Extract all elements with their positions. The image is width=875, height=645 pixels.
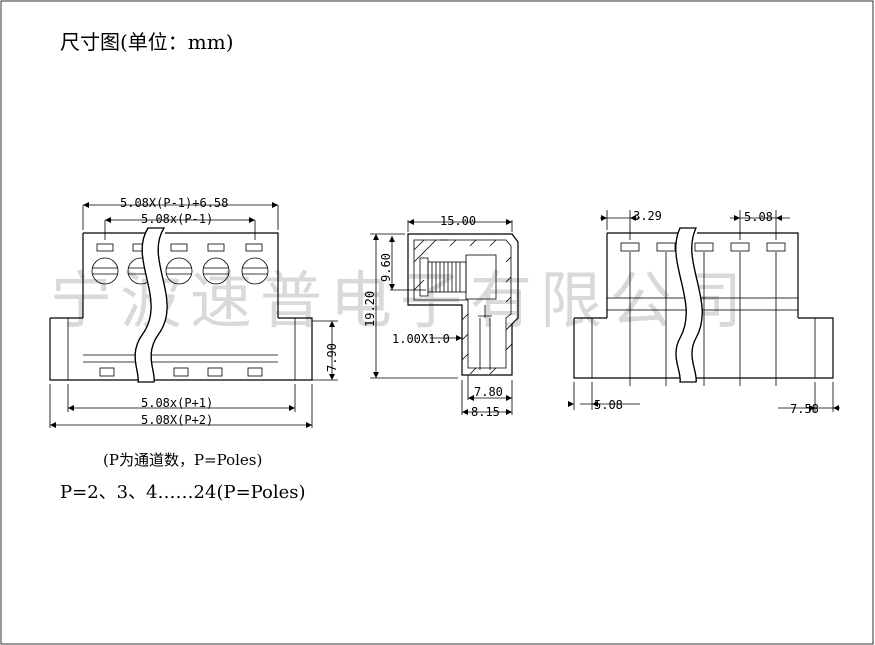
dim-back-bottom-right: 7.58 — [790, 402, 819, 416]
dim-side-screw-height: 9.60 — [379, 253, 393, 282]
dim-back-top-left: 3.29 — [633, 209, 662, 223]
dim-side-pin: 1.00X1.0 — [392, 332, 450, 346]
dim-side-total-height: 19.20 — [363, 291, 377, 327]
dim-bottom-outer: 5.08X(P+2) — [141, 413, 213, 427]
side-view: 15.00 19.20 9.60 1.00X1.0 7.80 8.15 — [363, 214, 519, 419]
poles-note: (P为通道数，P=Poles) — [103, 451, 263, 469]
dim-side-body: 8.15 — [471, 405, 500, 419]
dim-side-pin-offset: 7.80 — [474, 385, 503, 399]
dim-back-bottom-left: 5.08 — [594, 398, 623, 412]
dim-top-inner: 5.08x(P-1) — [141, 212, 213, 226]
poles-range: P=2、3、4……24(P=Poles) — [60, 482, 306, 503]
dim-back-top-right: 5.08 — [744, 210, 773, 224]
dim-bottom-inner: 5.08x(P+1) — [141, 396, 213, 410]
dim-height: 7.90 — [325, 343, 339, 372]
dim-side-width: 15.00 — [440, 214, 476, 228]
back-view: 3.29 5.08 5.08 7.58 — [568, 209, 840, 416]
front-view: 5.08X(P-1)+6.58 5.08x(P-1) 7.90 5.08x(P+… — [49, 196, 339, 428]
dim-top-outer: 5.08X(P-1)+6.58 — [120, 196, 228, 210]
drawing-title: 尺寸图(单位：mm) — [60, 30, 234, 54]
